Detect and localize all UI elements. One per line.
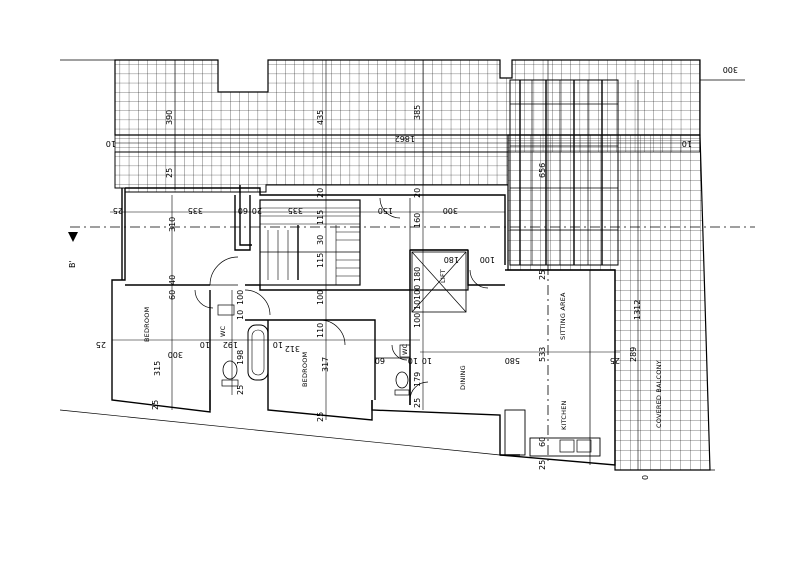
dim-179: 179 bbox=[413, 372, 422, 387]
dim-25-a: 25 bbox=[165, 168, 174, 178]
room-label-wc-2: WC bbox=[401, 343, 409, 355]
sanitary-fixtures bbox=[217, 304, 411, 396]
dim-10-b: 10 bbox=[200, 340, 210, 349]
lift-shaft bbox=[409, 249, 469, 313]
section-marker: B' bbox=[68, 260, 77, 268]
pergola bbox=[509, 79, 619, 266]
room-label-sitting-area: SITTING AREA bbox=[559, 292, 567, 340]
dimension-lines bbox=[110, 60, 700, 470]
dim-115-b: 115 bbox=[316, 253, 325, 268]
dim-25-d: 25 bbox=[610, 356, 620, 365]
dim-60: 60 bbox=[238, 206, 248, 215]
dim-312: 312 bbox=[285, 344, 300, 353]
dim-100-e: 100 bbox=[413, 285, 422, 300]
dimension-texts: 300 390 435 385 1862 10 10 25 25 335 60 … bbox=[96, 65, 738, 480]
room-label-dining: DINING bbox=[459, 365, 467, 390]
dim-10-e: 10 bbox=[408, 356, 418, 365]
section-arrow bbox=[68, 232, 78, 242]
dim-300-bed: 300 bbox=[168, 350, 183, 359]
dim-20-b: 20 bbox=[316, 188, 325, 198]
interior-walls bbox=[125, 185, 505, 410]
dim-40: 40 bbox=[168, 275, 177, 285]
dim-315: 315 bbox=[153, 361, 162, 376]
room-label-bedroom-2: BEDROOM bbox=[301, 352, 309, 387]
dim-10-a: 10 bbox=[236, 310, 245, 320]
dim-25-c: 25 bbox=[96, 340, 106, 349]
room-label-wc-1: WC bbox=[219, 325, 227, 337]
dim-left-10: 10 bbox=[106, 139, 116, 148]
dim-0: 0 bbox=[641, 475, 650, 480]
dim-20-c: 20 bbox=[413, 188, 422, 198]
dim-20-a: 20 bbox=[252, 206, 262, 215]
dim-60-d: 60 bbox=[538, 437, 547, 447]
dim-25-e: 25 bbox=[236, 385, 245, 395]
dim-317: 317 bbox=[321, 357, 330, 372]
dim-160: 160 bbox=[413, 213, 422, 228]
dim-25-h: 25 bbox=[413, 398, 422, 408]
dim-180-a: 180 bbox=[444, 255, 459, 264]
dim-10-c: 10 bbox=[273, 340, 283, 349]
dim-right-10: 10 bbox=[682, 139, 692, 148]
dim-100-c: 100 bbox=[316, 290, 325, 305]
dim-25-b: 25 bbox=[538, 270, 547, 280]
dim-25-i: 25 bbox=[538, 460, 547, 470]
dim-30: 30 bbox=[316, 235, 325, 245]
dim-300-mid: 300 bbox=[443, 206, 458, 215]
room-labels: BEDROOM WC BEDROOM WC LIFT SITTING AREA … bbox=[143, 269, 663, 430]
dim-533: 533 bbox=[538, 347, 547, 362]
kitchen-counter bbox=[504, 270, 601, 465]
doors bbox=[194, 197, 489, 401]
dim-150: 150 bbox=[378, 206, 393, 215]
dim-top-385: 385 bbox=[413, 105, 422, 120]
dim-100-d: 100 bbox=[413, 313, 422, 328]
dim-115-a: 115 bbox=[316, 210, 325, 225]
dim-top-435: 435 bbox=[316, 110, 325, 125]
dim-25-left: 25 bbox=[113, 206, 123, 215]
site-boundary bbox=[59, 409, 501, 456]
room-label-bedroom-1: BEDROOM bbox=[143, 307, 151, 342]
dim-198: 198 bbox=[236, 350, 245, 365]
dim-10-f: 10 bbox=[422, 356, 432, 365]
dim-top-390: 390 bbox=[165, 110, 174, 125]
dim-180-b: 180 bbox=[413, 267, 422, 282]
dim-60-c: 60 bbox=[375, 356, 385, 365]
dim-1312: 1312 bbox=[633, 300, 642, 320]
dim-192: 192 bbox=[223, 340, 238, 349]
dim-335-b: 335 bbox=[288, 206, 303, 215]
dim-top-1862: 1862 bbox=[395, 134, 415, 143]
dim-656: 656 bbox=[538, 163, 547, 178]
dim-25-g: 25 bbox=[316, 412, 325, 422]
dim-335-a: 335 bbox=[188, 206, 203, 215]
room-label-kitchen: KITCHEN bbox=[560, 400, 568, 430]
room-label-covered-balcony: COVERED BALCONY bbox=[655, 360, 663, 428]
covered-balcony-tiles bbox=[507, 134, 711, 471]
dim-100-a: 100 bbox=[480, 255, 495, 264]
dim-25-f: 25 bbox=[151, 400, 160, 410]
dim-110: 110 bbox=[316, 323, 325, 338]
dim-580: 580 bbox=[505, 356, 520, 365]
dim-310-a: 310 bbox=[168, 217, 177, 232]
room-label-lift: LIFT bbox=[439, 269, 447, 283]
terrace-tiles bbox=[114, 59, 701, 136]
dim-10-d: 10 bbox=[413, 300, 422, 310]
dim-top-300: 300 bbox=[723, 65, 738, 74]
stairwell bbox=[259, 199, 361, 286]
dim-289: 289 bbox=[629, 347, 638, 362]
dim-100-b: 100 bbox=[236, 290, 245, 305]
dim-60-b: 60 bbox=[168, 290, 177, 300]
